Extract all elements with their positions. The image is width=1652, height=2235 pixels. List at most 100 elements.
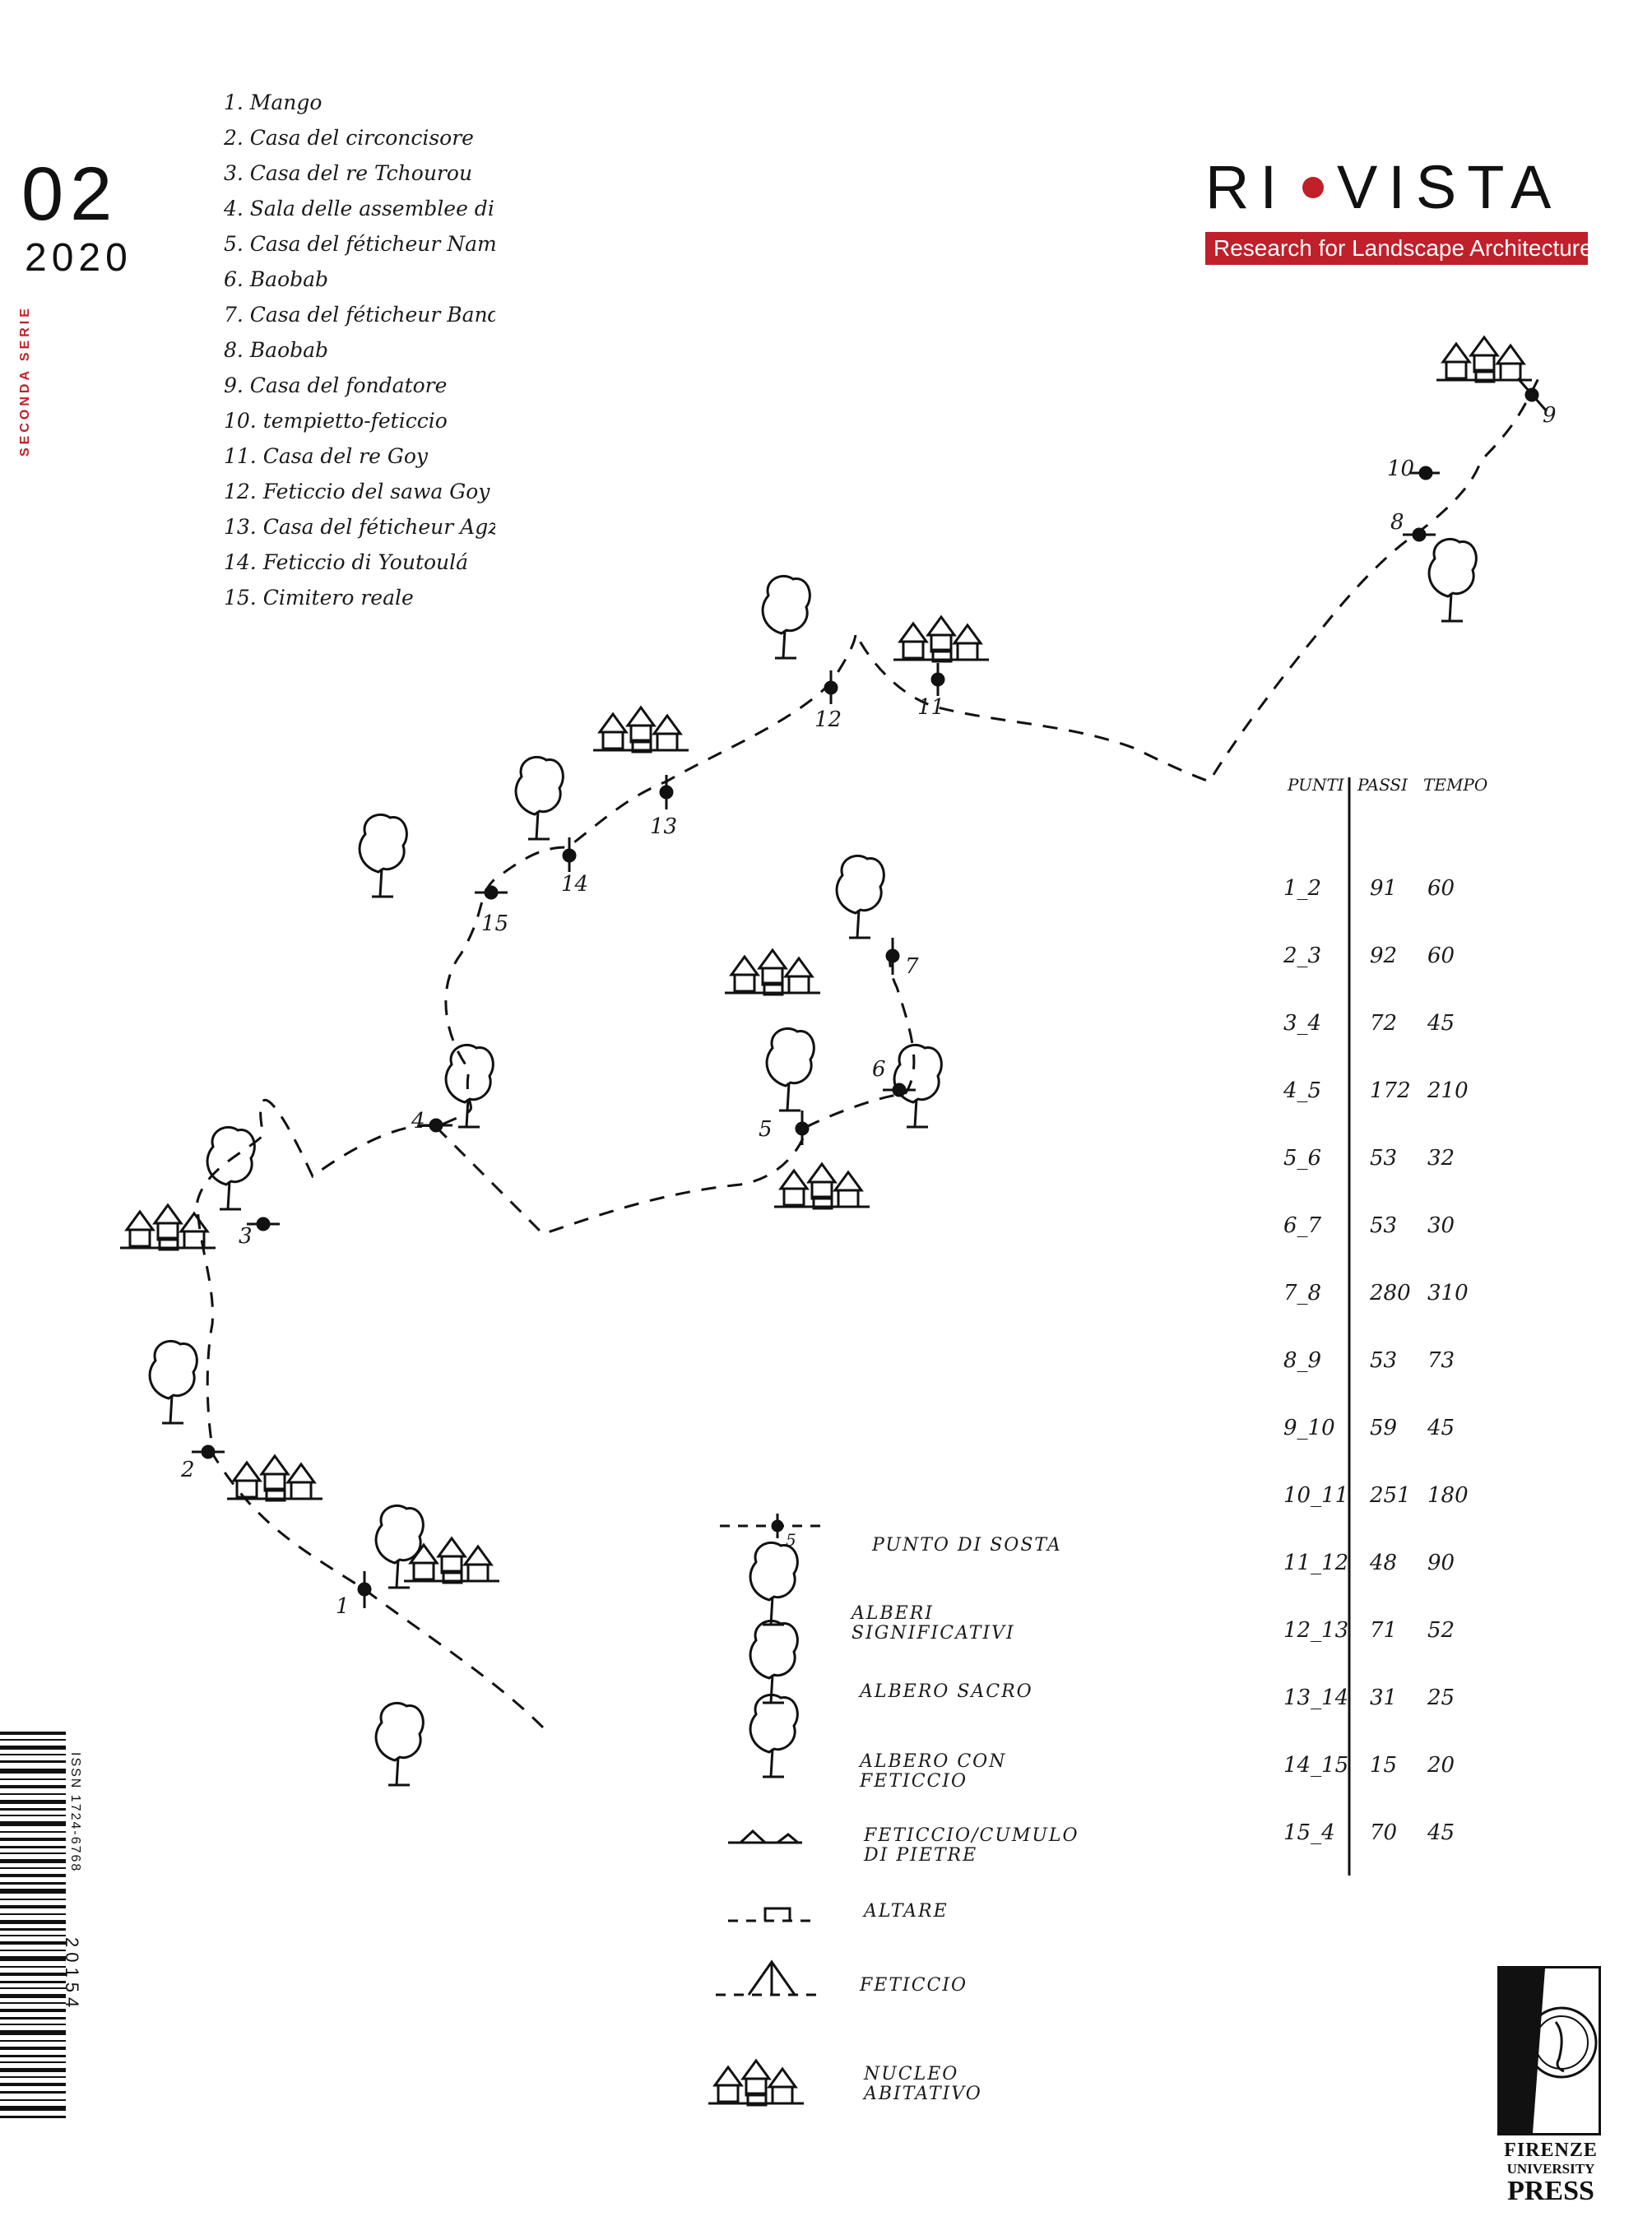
table-cell-tempo: 60 <box>1427 944 1455 968</box>
table-cell-passi: 31 <box>1370 1686 1398 1710</box>
table-cell-tempo: 90 <box>1427 1551 1455 1575</box>
table-cell-passi: 92 <box>1370 944 1398 968</box>
stop-label-11: 11 <box>917 695 945 720</box>
table-cell-passi: 91 <box>1370 876 1398 901</box>
table-cell-punti: 8_9 <box>1283 1348 1322 1373</box>
barcode-bars <box>0 1732 66 2118</box>
places-list-item: 1. Mango <box>224 90 323 114</box>
stop-label-9: 9 <box>1543 403 1557 428</box>
stop-label-4: 4 <box>411 1109 425 1134</box>
stop-label-2: 2 <box>181 1458 195 1482</box>
table-cell-passi: 280 <box>1370 1281 1411 1305</box>
places-list-item: 2. Casa del circoncisore <box>224 126 474 150</box>
table-cell-punti: 14_15 <box>1283 1753 1349 1778</box>
table-cell-tempo: 25 <box>1427 1686 1455 1710</box>
stop-markers <box>192 378 1548 1608</box>
table-cell-tempo: 45 <box>1427 1011 1455 1036</box>
table-cell-passi: 70 <box>1370 1820 1398 1845</box>
stop-label-6: 6 <box>872 1057 886 1082</box>
table-header-tempo: TEMPO <box>1423 775 1488 795</box>
table-header-passi: PASSI <box>1357 775 1408 795</box>
logo-subtitle: Research for Landscape Architecture <box>1205 232 1593 265</box>
table-cell-passi: 53 <box>1370 1213 1398 1238</box>
table-cell-punti: 2_3 <box>1283 944 1322 968</box>
places-list-item: 13. Casa del féticheur Agzjana <box>224 515 495 539</box>
table-cell-punti: 7_8 <box>1283 1281 1322 1305</box>
places-list-item: 6. Baobab <box>224 267 329 291</box>
places-list-item: 15. Cimitero reale <box>224 586 414 610</box>
places-list-item: 8. Baobab <box>224 338 329 362</box>
legend-label-feticcio-cumulo: FETICCIO/CUMULO DI PIETRE <box>864 1825 1079 1866</box>
table-cell-punti: 10_11 <box>1283 1483 1349 1508</box>
issue-number: 02 <box>21 152 119 236</box>
table-cell-passi: 71 <box>1370 1618 1398 1643</box>
table-cell-passi: 172 <box>1370 1078 1411 1103</box>
legend-label-albero-sacro: ALBERO SACRO <box>860 1681 1033 1702</box>
table-header-punti: PUNTI <box>1288 775 1344 795</box>
stop-label-3: 3 <box>239 1224 253 1249</box>
places-list-item: 5. Casa del féticheur Namachari <box>224 232 495 256</box>
table-cell-punti: 3_4 <box>1283 1011 1322 1036</box>
table-cell-tempo: 210 <box>1427 1078 1469 1103</box>
table-cell-tempo: 180 <box>1427 1483 1469 1508</box>
table-cell-tempo: 60 <box>1427 876 1455 901</box>
table-cell-punti: 12_13 <box>1283 1618 1349 1643</box>
table-cell-punti: 4_5 <box>1283 1078 1322 1103</box>
stop-label-1: 1 <box>336 1594 350 1619</box>
stop-label-10: 10 <box>1387 457 1415 481</box>
table-cell-passi: 251 <box>1370 1483 1411 1508</box>
logo-dot <box>1302 177 1324 198</box>
places-list-item: 14. Feticcio di Youtoulá <box>224 550 469 574</box>
places-list-item: 4. Sala delle assemblee di corte <box>224 197 495 220</box>
places-list: 1. Mango 2. Casa del circoncisore 3. Casa … <box>224 90 495 621</box>
places-list-item: 9. Casa del fondatore <box>224 373 448 397</box>
issn-text: ISSN 1724-6768 <box>68 1752 82 1873</box>
barcode-suffix: 20154 <box>62 1937 82 2013</box>
publisher-seal-icon <box>1497 1966 1601 2135</box>
table-cell-passi: 59 <box>1370 1416 1398 1440</box>
places-list-item: 12. Feticcio del sawa Goy <box>224 480 490 503</box>
journal-logo: RI VISTA Research for Landscape Architec… <box>1205 156 1608 265</box>
stop-label-15: 15 <box>481 911 509 936</box>
stop-label-8: 8 <box>1390 510 1404 535</box>
stop-label-7: 7 <box>905 954 919 979</box>
stop-label-14: 14 <box>561 872 589 897</box>
stop-label-5: 5 <box>759 1117 773 1142</box>
legend-label-feticcio: FETICCIO <box>860 1975 968 1996</box>
places-list-item: 10. tempietto-feticcio <box>224 409 448 433</box>
table-cell-tempo: 52 <box>1427 1618 1455 1643</box>
table-cell-punti: 5_6 <box>1283 1146 1322 1171</box>
logo-title-right: VISTA <box>1337 153 1562 221</box>
table-cell-punti: 13_14 <box>1283 1686 1349 1710</box>
table-cell-passi: 53 <box>1370 1348 1398 1373</box>
table-cell-punti: 9_10 <box>1283 1416 1335 1440</box>
issue-year: 2020 <box>25 236 132 280</box>
table-cell-tempo: 73 <box>1427 1348 1455 1373</box>
logo-title-left: RI <box>1205 153 1288 221</box>
table-cell-passi: 72 <box>1370 1011 1398 1036</box>
legend-label-albero-con-feticcio: ALBERO CON FETICCIO <box>860 1751 1007 1792</box>
table-cell-passi: 53 <box>1370 1146 1398 1171</box>
legend-label-nucleo-abitativo: NUCLEO ABITATIVO <box>864 2064 982 2104</box>
table-cell-tempo: 32 <box>1427 1146 1455 1171</box>
publisher-logo: FIRENZE UNIVERSITY PRESS <box>1497 1966 1604 2205</box>
places-list-item: 3. Casa del re Tchourou <box>224 161 473 185</box>
places-list-item: 11. Casa del re Goy <box>224 444 428 468</box>
stop-label-12: 12 <box>814 707 842 732</box>
table-cell-passi: 48 <box>1370 1551 1398 1575</box>
table-cell-passi: 15 <box>1370 1753 1398 1778</box>
table-cell-punti: 11_12 <box>1283 1551 1349 1575</box>
table-cell-tempo: 310 <box>1427 1281 1469 1305</box>
stop-label-13: 13 <box>650 814 678 839</box>
publisher-name-line3: PRESS <box>1507 2176 1594 2206</box>
table-cell-punti: 15_4 <box>1283 1820 1335 1845</box>
route-path <box>196 378 1540 1729</box>
legend-label-altare: ALTARE <box>864 1901 949 1922</box>
legend-label-alberi-significativi: ALBERI SIGNIFICATIVI <box>852 1603 1015 1644</box>
places-list-item: 7. Casa del féticheur Bandá <box>224 303 495 327</box>
logo-title: RI VISTA <box>1205 156 1608 219</box>
table-cell-tempo: 30 <box>1427 1213 1455 1238</box>
table-cell-tempo: 45 <box>1427 1416 1455 1440</box>
table-cell-punti: 1_2 <box>1283 876 1322 901</box>
